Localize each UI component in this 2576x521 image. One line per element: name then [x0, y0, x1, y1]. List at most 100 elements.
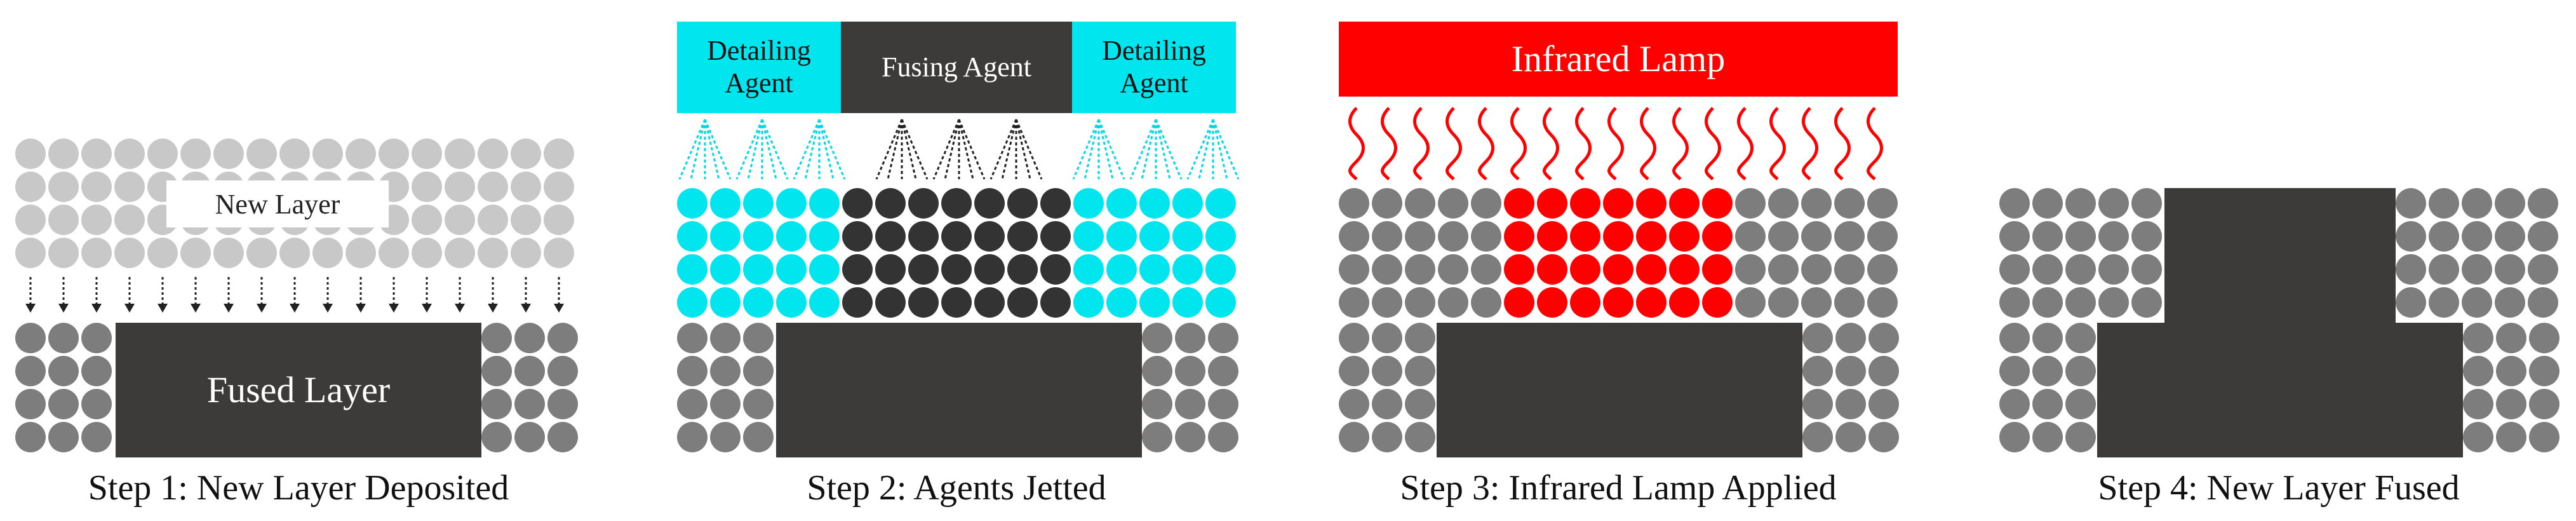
powder-particle — [1735, 254, 1766, 285]
fused-layer-block — [2097, 323, 2463, 457]
powder-particle — [1868, 323, 1899, 353]
powder-particle — [908, 254, 939, 285]
powder-particle — [15, 205, 46, 235]
detailing-spray-line — [804, 119, 821, 180]
step-2-caption: Step 2: Agents Jetted — [807, 468, 1106, 508]
powder-particle — [279, 238, 310, 268]
powder-particle — [2065, 287, 2096, 318]
detailing-spray-line — [735, 119, 763, 180]
powder-particle — [2429, 254, 2459, 285]
powder-particle — [2065, 389, 2096, 419]
powder-particle — [2065, 422, 2096, 452]
powder-particle — [743, 287, 774, 318]
powder-particle — [445, 205, 475, 235]
powder-particle — [710, 254, 741, 285]
powder-particle — [1106, 188, 1137, 219]
detailing-spray-line — [1072, 119, 1100, 180]
powder-particle — [412, 205, 442, 235]
detailing-spray-line — [1212, 119, 1240, 180]
powder-particle — [445, 238, 475, 268]
powder-particle — [1040, 188, 1071, 219]
powder-particle — [1007, 254, 1038, 285]
powder-particle — [1471, 221, 1501, 252]
detailing-spray-line — [1155, 119, 1183, 180]
powder-particle — [312, 139, 343, 169]
powder-particle — [544, 172, 574, 202]
powder-particle — [2396, 188, 2426, 219]
powder-particle — [2496, 389, 2526, 419]
heat-wave — [1640, 107, 1656, 180]
fused-layer-block — [776, 323, 1142, 457]
powder-particle — [1999, 422, 2030, 452]
powder-particle — [1471, 287, 1501, 318]
powder-particle — [1999, 323, 2030, 353]
powder-particle — [1339, 389, 1369, 419]
powder-particle — [1372, 323, 1402, 353]
new-layer-label: New Layer — [166, 180, 389, 227]
powder-particle — [81, 422, 112, 452]
powder-particle — [2032, 221, 2063, 252]
powder-particle — [1801, 287, 1832, 318]
powder-particle — [2131, 188, 2162, 219]
powder-particle — [1106, 254, 1137, 285]
powder-particle — [875, 188, 906, 219]
heat-wave — [1510, 107, 1527, 180]
powder-particle — [2462, 287, 2492, 318]
detailing-spray-line — [678, 119, 706, 180]
powder-particle — [1702, 287, 1733, 318]
powder-particle — [875, 287, 906, 318]
powder-particle — [1073, 188, 1104, 219]
powder-particle — [2032, 254, 2063, 285]
powder-particle — [1835, 323, 1866, 353]
powder-particle — [941, 221, 972, 252]
powder-particle — [776, 188, 807, 219]
powder-particle — [743, 422, 774, 452]
powder-particle — [445, 172, 475, 202]
powder-particle — [1139, 188, 1170, 219]
powder-particle — [1669, 287, 1700, 318]
powder-particle — [1999, 356, 2030, 386]
powder-particle — [1570, 221, 1600, 252]
powder-particle — [1636, 287, 1667, 318]
powder-particle — [1603, 221, 1633, 252]
powder-particle — [1007, 287, 1038, 318]
powder-particle — [1768, 221, 1799, 252]
powder-particle — [544, 139, 574, 169]
infrared-lamp: Infrared Lamp — [1339, 22, 1898, 97]
powder-particle — [2131, 287, 2162, 318]
powder-particle — [1603, 287, 1633, 318]
heat-wave — [1381, 107, 1397, 180]
powder-particle — [1802, 422, 1833, 452]
powder-particle — [677, 188, 708, 219]
powder-particle — [514, 389, 545, 419]
fused-layer-label: Fused Layer — [206, 369, 391, 410]
detailing-spray-line — [818, 119, 835, 180]
powder-particle — [1636, 254, 1667, 285]
powder-particle — [81, 323, 112, 353]
powder-particle — [48, 323, 79, 353]
powder-particle — [147, 238, 178, 268]
detailing-spray-line — [1186, 119, 1214, 180]
powder-particle — [1537, 254, 1567, 285]
powder-particle — [776, 287, 807, 318]
powder-particle — [677, 356, 708, 386]
deposit-arrow-head — [290, 304, 300, 313]
step-1-caption: Step 1: New Layer Deposited — [88, 468, 509, 508]
powder-particle — [2429, 221, 2459, 252]
powder-particle — [2065, 254, 2096, 285]
heat-wave — [1607, 107, 1624, 180]
powder-particle — [2463, 356, 2493, 386]
powder-particle — [743, 221, 774, 252]
powder-particle — [1801, 221, 1832, 252]
detailing-spray-line — [1129, 119, 1157, 180]
powder-particle — [2462, 221, 2492, 252]
powder-particle — [514, 356, 545, 386]
powder-particle — [1570, 287, 1600, 318]
powder-particle — [1868, 356, 1899, 386]
powder-particle — [1867, 254, 1898, 285]
powder-particle — [2032, 287, 2063, 318]
powder-particle — [1172, 221, 1203, 252]
fusing-spray-line — [989, 119, 1017, 180]
powder-particle — [1073, 254, 1104, 285]
powder-particle — [1405, 389, 1435, 419]
